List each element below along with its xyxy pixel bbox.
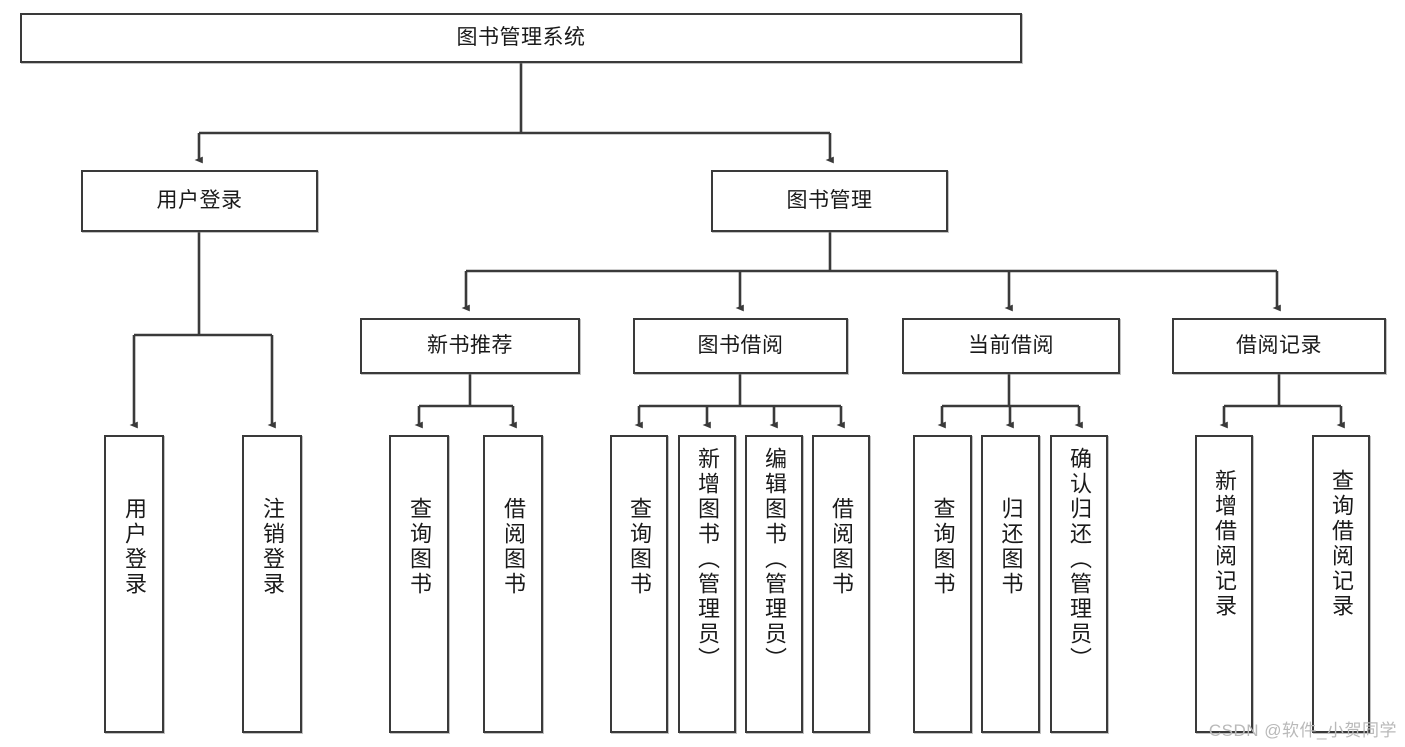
node-leaf-add-record[interactable]: 新增借阅记录 (1195, 435, 1253, 733)
node-new-book-rec[interactable]: 新书推荐 (360, 318, 580, 374)
edge-group-user-login (129, 232, 276, 429)
node-book-borrow[interactable]: 图书借阅 (633, 318, 848, 374)
edge-group-book-borrow (634, 374, 845, 429)
node-leaf-borrow-book-1-label: 借阅图书 (501, 497, 526, 597)
node-leaf-edit-book-label: 编辑图书（管理员） (762, 447, 787, 672)
node-leaf-query-book-2[interactable]: 查询图书 (610, 435, 668, 733)
node-leaf-query-book-3-label: 查询图书 (930, 497, 956, 597)
node-leaf-logout[interactable]: 注销登录 (242, 435, 302, 733)
node-book-manage-label: 图书管理 (786, 188, 873, 212)
watermark: CSDN @软件_小贺同学 (1208, 721, 1397, 740)
node-leaf-add-book[interactable]: 新增图书（管理员） (678, 435, 736, 733)
node-leaf-logout-label: 注销登录 (260, 497, 285, 597)
edge-group-book-manage (461, 232, 1281, 312)
edge-group-current-borrow (937, 374, 1083, 429)
node-leaf-query-book-1-label: 查询图书 (407, 497, 432, 597)
node-leaf-user-login-label: 用户登录 (122, 497, 147, 597)
node-leaf-query-record-label: 查询借阅记录 (1329, 469, 1354, 619)
node-root-label: 图书管理系统 (456, 25, 586, 49)
node-book-manage[interactable]: 图书管理 (711, 170, 948, 232)
node-leaf-query-book-2-label: 查询图书 (627, 497, 652, 597)
node-leaf-edit-book[interactable]: 编辑图书（管理员） (745, 435, 803, 733)
edge-group-borrow-record (1219, 374, 1345, 429)
node-user-login-label: 用户登录 (156, 188, 243, 212)
node-leaf-return-book[interactable]: 归还图书 (981, 435, 1040, 733)
node-leaf-confirm-return-label: 确认归还（管理员） (1067, 447, 1092, 672)
node-book-borrow-label: 图书借阅 (697, 333, 784, 357)
node-root[interactable]: 图书管理系统 (20, 13, 1022, 63)
node-leaf-query-book-3[interactable]: 查询图书 (913, 435, 972, 733)
node-new-book-rec-label: 新书推荐 (427, 333, 513, 357)
node-leaf-user-login[interactable]: 用户登录 (104, 435, 164, 733)
node-leaf-return-book-label: 归还图书 (998, 497, 1024, 597)
node-leaf-borrow-book-2[interactable]: 借阅图书 (812, 435, 870, 733)
node-leaf-query-record[interactable]: 查询借阅记录 (1312, 435, 1370, 733)
node-leaf-query-book-1[interactable]: 查询图书 (389, 435, 449, 733)
node-user-login[interactable]: 用户登录 (81, 170, 318, 232)
node-current-borrow-label: 当前借阅 (968, 333, 1054, 357)
edge-group-root (194, 63, 834, 164)
node-borrow-record-label: 借阅记录 (1236, 333, 1322, 357)
node-leaf-add-record-label: 新增借阅记录 (1212, 469, 1237, 619)
node-leaf-borrow-book-1[interactable]: 借阅图书 (483, 435, 543, 733)
node-leaf-confirm-return[interactable]: 确认归还（管理员） (1050, 435, 1108, 733)
node-current-borrow[interactable]: 当前借阅 (902, 318, 1120, 374)
node-leaf-add-book-label: 新增图书（管理员） (695, 447, 720, 672)
node-leaf-borrow-book-2-label: 借阅图书 (829, 497, 854, 597)
node-borrow-record[interactable]: 借阅记录 (1172, 318, 1386, 374)
edge-group-new-book-rec (414, 374, 517, 429)
